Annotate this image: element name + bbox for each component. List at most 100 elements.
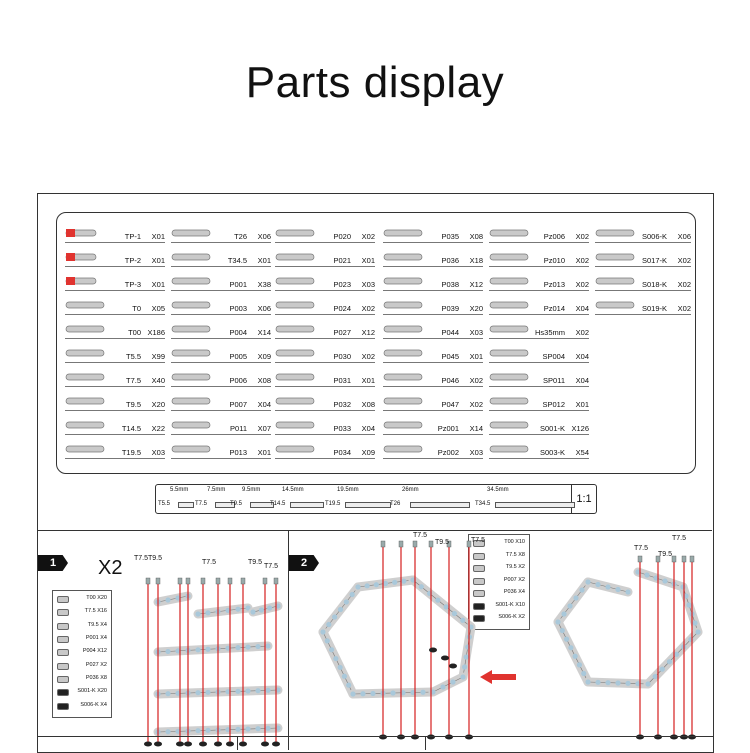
part-quantity: X02	[677, 256, 691, 265]
plate-hole	[595, 679, 601, 685]
part-code: S006-K	[641, 232, 667, 241]
part-code: T26	[234, 232, 247, 241]
legend-text: S001-K X20	[77, 688, 107, 695]
screw-label: T7.5	[134, 555, 148, 562]
part-code: P045	[441, 352, 459, 361]
plate-hole	[324, 638, 330, 644]
legend-part-icon	[473, 565, 485, 573]
legend-row: T7.5 X8	[473, 551, 525, 561]
plate-hole	[165, 729, 171, 735]
part-code: Pz013	[543, 280, 565, 289]
part-icon	[383, 395, 427, 409]
step-1-badge: 1	[38, 555, 68, 571]
plate-hole	[245, 644, 251, 650]
plate-hole	[175, 648, 181, 654]
part-quantity: X08	[469, 232, 483, 241]
part-quantity: X06	[257, 232, 271, 241]
part-icon	[171, 275, 215, 289]
screw-outline	[410, 502, 470, 508]
plate-hole	[205, 689, 211, 695]
legend-row: P001 X4	[57, 634, 107, 644]
plate-hole	[692, 620, 698, 626]
plate-hole	[559, 627, 565, 634]
part-quantity: X01	[469, 352, 483, 361]
plate-hole	[235, 726, 241, 732]
part-code: T5.5	[125, 352, 141, 361]
plate-hole	[581, 670, 587, 677]
nut	[445, 734, 453, 740]
plate-hole	[595, 581, 601, 588]
screw	[466, 540, 472, 548]
part-quantity: X01	[257, 256, 271, 265]
screw	[155, 577, 161, 585]
scale-code: T34.5	[475, 501, 491, 507]
part-underline	[275, 242, 375, 243]
part-quantity: X01	[361, 256, 375, 265]
screw	[262, 577, 268, 585]
step-2-diagram-right: T7.5T9.5T7.5	[553, 535, 703, 740]
part-underline	[383, 266, 483, 267]
part-code: P031	[333, 376, 351, 385]
part-quantity: X14	[469, 424, 483, 433]
plate-hole	[585, 579, 591, 585]
part-code: P007	[229, 400, 247, 409]
part-underline	[489, 434, 589, 435]
plate-hole	[275, 725, 281, 731]
plate-hole	[225, 689, 231, 695]
part-underline	[595, 266, 691, 267]
part-code: P013	[229, 448, 247, 457]
part-underline	[65, 434, 165, 435]
screw-outline	[495, 502, 575, 508]
step-1-multiplier: X2	[98, 557, 123, 579]
plate-hole	[382, 580, 389, 587]
part-underline	[489, 458, 589, 459]
part-icon	[275, 299, 319, 313]
legend-row: S001-K X10	[473, 601, 525, 611]
nut	[379, 734, 387, 740]
next-steps-edge	[0, 736, 750, 750]
plate-hole	[258, 607, 264, 613]
nut	[226, 741, 234, 747]
legend-row: P036 X4	[473, 588, 525, 598]
part-code: SP011	[543, 376, 565, 385]
screw-outline	[178, 502, 194, 508]
part-code: S018-K	[641, 280, 667, 289]
part-icon	[171, 227, 215, 241]
plate-hole	[561, 611, 567, 617]
part-quantity: X06	[677, 232, 691, 241]
plate-hole	[341, 673, 348, 679]
part-underline	[275, 266, 375, 267]
part-underline	[489, 314, 589, 315]
scale-dimension: 26mm	[402, 487, 419, 493]
part-code: P005	[229, 352, 247, 361]
part-icon	[383, 443, 427, 457]
part-code: P033	[333, 424, 351, 433]
plate-hole	[443, 604, 449, 610]
part-icon	[595, 251, 639, 265]
legend-text: S006-K X2	[498, 614, 525, 621]
part-icon	[275, 251, 319, 265]
plate-hole	[400, 690, 406, 696]
part-item: T26 X06	[171, 227, 271, 243]
screw-outline	[215, 502, 235, 508]
plate-hole	[346, 682, 352, 688]
part-underline	[383, 338, 483, 339]
screw	[185, 577, 191, 585]
nut	[184, 741, 192, 747]
screw	[177, 577, 183, 585]
legend-row: P007 X2	[473, 576, 525, 586]
plate-hole	[410, 689, 416, 696]
